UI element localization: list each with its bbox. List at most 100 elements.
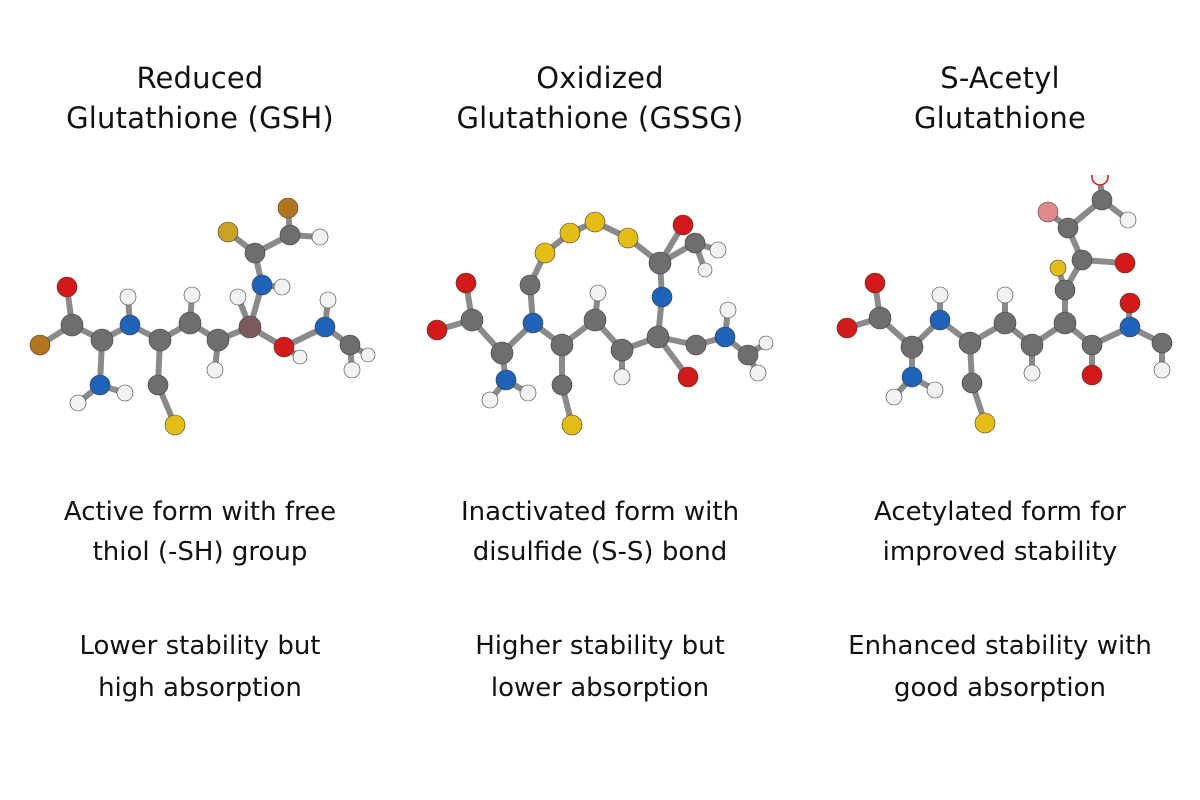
atom-carbon — [868, 306, 892, 330]
atom-carbon — [148, 328, 172, 352]
atom-carbon — [737, 344, 759, 366]
stability-line: Enhanced stability with — [848, 631, 1152, 661]
atom-nitrogen — [929, 309, 951, 331]
atom-sulfur — [974, 412, 996, 434]
description-line: Active form with free — [63, 497, 337, 527]
stability-note-reduced-glutathione: Lower stability but high absorption — [0, 625, 400, 709]
atom-sulfur — [164, 414, 186, 436]
atom-nitrogen — [901, 366, 923, 388]
description-line: Inactivated form with — [460, 497, 740, 527]
atom-oxygen — [1081, 364, 1103, 386]
atom-carbon — [206, 328, 230, 352]
column-reduced-glutathione: Reduced Glutathione (GSH) — [0, 0, 400, 800]
atom-hydrogen — [292, 349, 308, 365]
atom-carbon — [685, 334, 707, 356]
atom-carbon — [550, 333, 574, 357]
atom-hydrogen — [206, 361, 224, 379]
description-s-acetyl-glutathione: Acetylated form for improved stability — [800, 492, 1200, 572]
atom-sulfur — [584, 211, 606, 233]
description-oxidized-glutathione: Inactivated form with disulfide (S-S) bo… — [400, 492, 800, 572]
atom-hydrogen — [589, 284, 607, 302]
atom-oxygen — [455, 272, 477, 294]
atom-nitrogen — [314, 316, 336, 338]
atom-hydrogen — [926, 381, 944, 399]
atom-hydrogen — [343, 361, 361, 379]
atom-nitrogen — [522, 312, 544, 334]
atom-carbon — [339, 334, 361, 356]
atom-carbon — [1091, 189, 1113, 211]
atom-hydrogen — [749, 364, 767, 382]
title-oxidized-glutathione: Oxidized Glutathione (GSSG) — [400, 58, 800, 138]
title-line: Reduced — [136, 61, 264, 95]
stability-note-s-acetyl-glutathione: Enhanced stability with good absorption — [800, 625, 1200, 709]
atom-carbon — [1053, 311, 1077, 335]
atom-hydrogen — [709, 241, 727, 259]
description-line: improved stability — [882, 537, 1118, 567]
molecule-gssg — [426, 211, 774, 436]
atom-hydrogen — [1119, 211, 1137, 229]
atom-carbon — [519, 274, 541, 296]
atom-hydrogen — [273, 278, 291, 296]
atom-sulfur — [1049, 259, 1067, 277]
atom-nitrogen — [251, 274, 273, 296]
atom-bromine — [277, 197, 299, 219]
atom-hydrogen — [996, 286, 1014, 304]
atom-carbon — [60, 313, 84, 337]
atom-hydrogen — [758, 335, 774, 351]
atoms — [836, 175, 1173, 434]
stability-line: good absorption — [894, 673, 1106, 703]
atom-oxygen — [1114, 252, 1136, 274]
atom-carbon — [1081, 334, 1103, 356]
atom-carbon — [1054, 279, 1076, 301]
atom-carbon — [900, 335, 924, 359]
atom-carbon — [993, 311, 1017, 335]
atom-sulfur — [534, 242, 556, 264]
stability-line: high absorption — [98, 673, 302, 703]
title-s-acetyl-glutathione: S-Acetyl Glutathione — [800, 58, 1200, 138]
atom-nitrogen — [89, 374, 111, 396]
atom-carbon — [551, 374, 573, 396]
atom-carbon — [490, 341, 514, 365]
atom-nitrogen — [651, 286, 673, 308]
title-reduced-glutathione: Reduced Glutathione (GSH) — [0, 58, 400, 138]
atom-sulfur — [617, 227, 639, 249]
stability-line: lower absorption — [490, 673, 710, 703]
molecule-gsh — [29, 197, 376, 436]
atom-hydrogen — [1023, 364, 1041, 382]
column-oxidized-glutathione: Oxidized Glutathione (GSSG) — [400, 0, 800, 800]
atom-hydrogen — [931, 286, 949, 304]
atom-oxygen — [836, 317, 858, 339]
atom-hydrogen — [481, 391, 499, 409]
title-line: Glutathione (GSH) — [66, 101, 334, 135]
atom-carbon — [90, 328, 114, 352]
description-reduced-glutathione: Active form with free thiol (-SH) group — [0, 492, 400, 572]
atom-hydrogen — [613, 368, 631, 386]
title-line: Glutathione — [913, 101, 1087, 135]
atom-carbon — [684, 232, 706, 254]
atom-carbon — [958, 331, 982, 355]
atom-hydrogen — [519, 384, 537, 402]
atom-bromine — [29, 334, 51, 356]
atom-hydrogen — [116, 384, 134, 402]
atom-oxygen — [273, 336, 295, 358]
description-line: disulfide (S-S) bond — [472, 537, 728, 567]
atom-carbon — [646, 325, 670, 349]
atom-hydrogen — [229, 288, 247, 306]
atom-carbon — [460, 308, 484, 332]
atoms — [29, 197, 376, 436]
atom-carbon — [610, 338, 634, 362]
atom-sulfur — [559, 222, 581, 244]
atom-carbon — [583, 308, 607, 332]
atom-carbon — [1151, 332, 1173, 354]
atom-carbon — [147, 374, 169, 396]
atom-carbon — [1020, 333, 1044, 357]
atom-nitrogen — [1119, 316, 1141, 338]
atom-carbon — [648, 251, 672, 275]
atom-nitrogen — [714, 326, 736, 348]
atom-oxygen — [864, 272, 886, 294]
atom-oxygen — [1119, 292, 1141, 314]
atom-hydrogen — [319, 291, 337, 309]
atom-sulfur — [561, 414, 583, 436]
atom-carbon — [279, 224, 301, 246]
atom-hydrogen — [1091, 175, 1109, 186]
